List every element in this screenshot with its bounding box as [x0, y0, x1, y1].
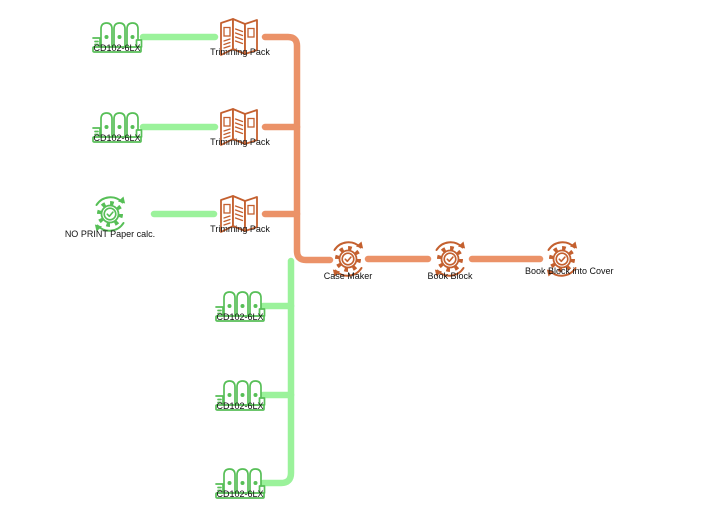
node-label: Case Maker: [323, 271, 373, 281]
node-label: Trimming Pack: [210, 224, 270, 234]
node-label: Book Block into Cover: [525, 266, 614, 276]
node-label: CD102-6LX: [93, 133, 141, 143]
node-label: Trimming Pack: [210, 47, 270, 57]
node-label: NO PRINT Paper calc.: [64, 229, 156, 239]
node-label: Trimming Pack: [210, 137, 270, 147]
node-label: CD102-6LX: [216, 312, 264, 322]
node-label: Book Block: [427, 271, 473, 281]
connector-trim1-casemaker: [261, 33, 334, 264]
node-label: CD102-6LX: [93, 43, 141, 53]
node-label: CD102-6LX: [216, 489, 264, 499]
connector-press5-trunk: [259, 257, 295, 487]
node-label: CD102-6LX: [216, 401, 264, 411]
